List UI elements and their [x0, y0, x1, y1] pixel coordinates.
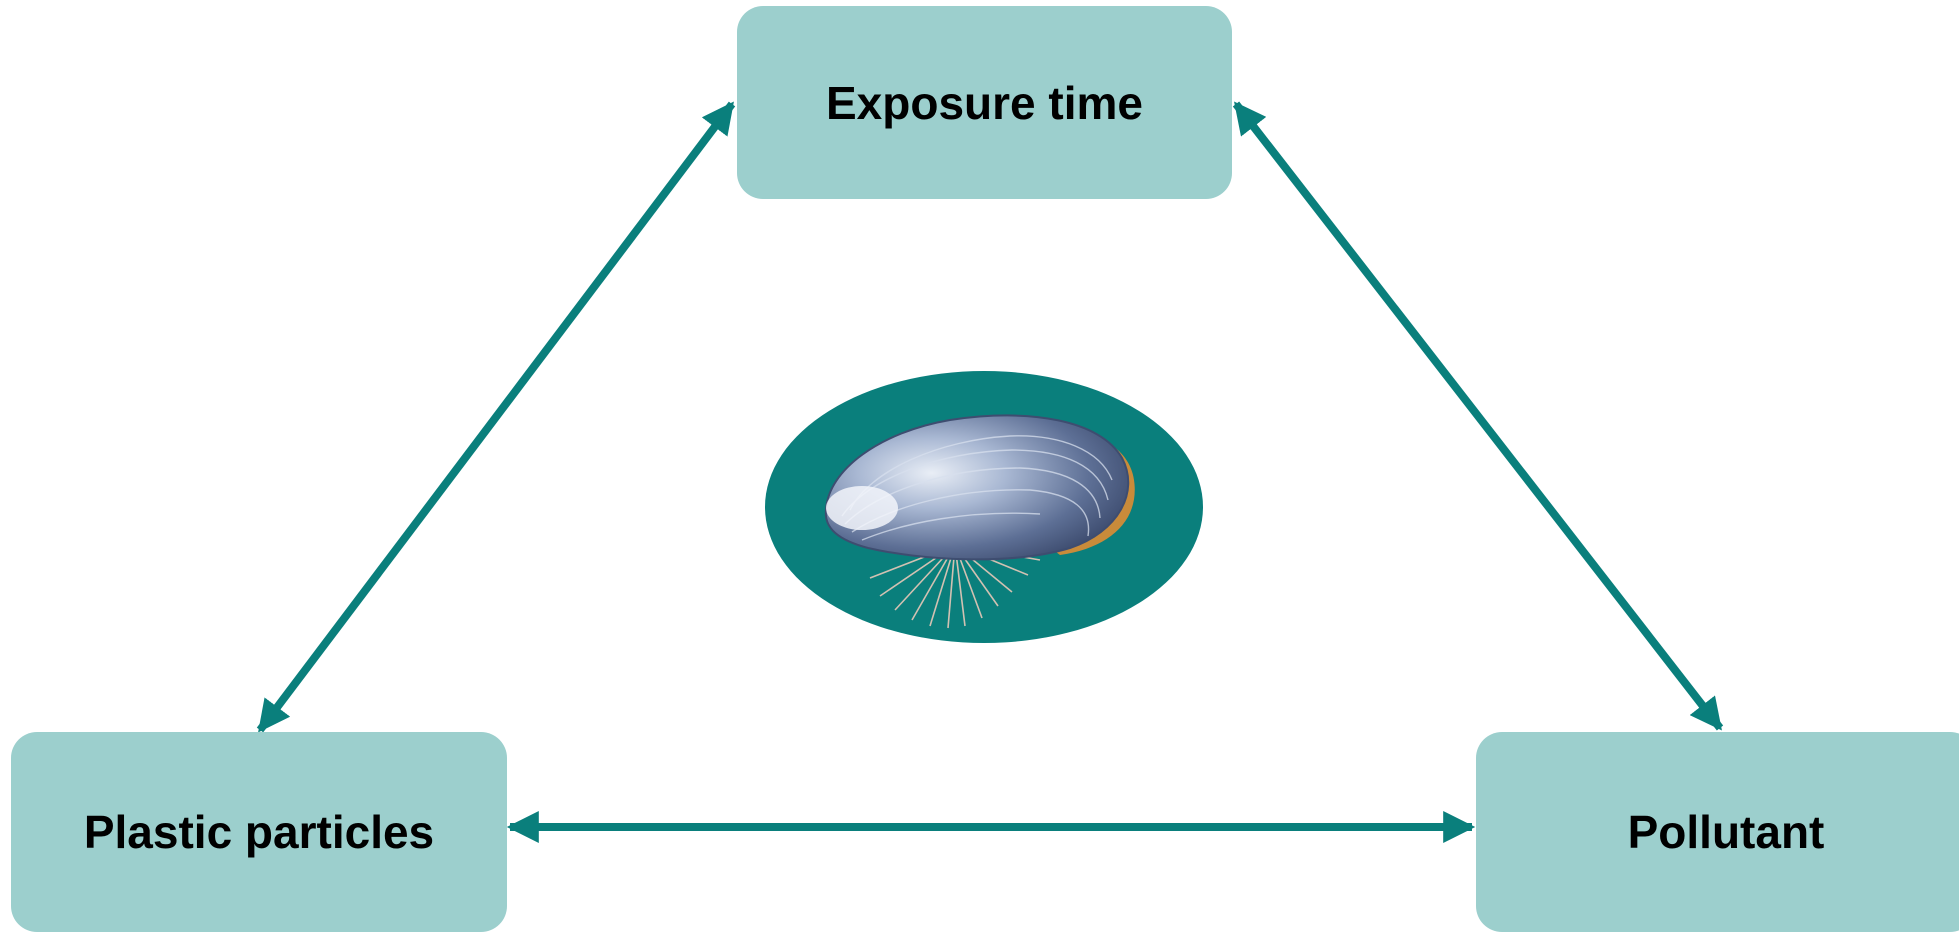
- center-emblem: [765, 371, 1203, 643]
- node-pollutant: Pollutant: [1476, 732, 1959, 932]
- node-label-pollutant: Pollutant: [1628, 805, 1825, 859]
- node-label-exposure-time: Exposure time: [826, 76, 1143, 130]
- arrow-exposure-plastic: [260, 104, 732, 730]
- arrow-exposure-pollutant: [1236, 104, 1720, 728]
- node-exposure-time: Exposure time: [737, 6, 1232, 199]
- node-plastic-particles: Plastic particles: [11, 732, 507, 932]
- node-label-plastic-particles: Plastic particles: [84, 805, 434, 859]
